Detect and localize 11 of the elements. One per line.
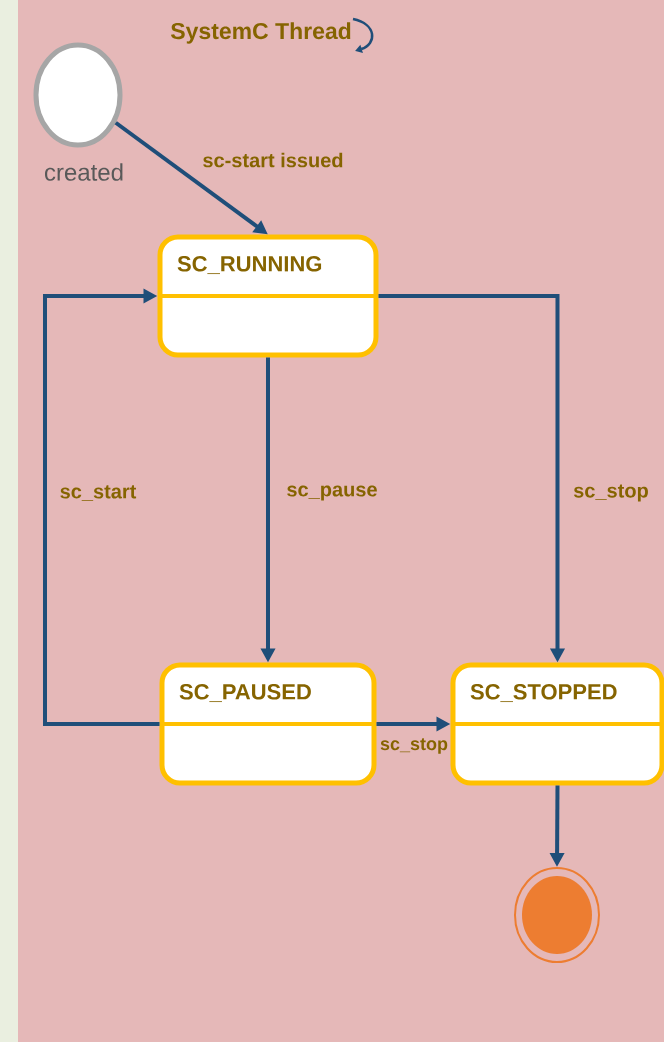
edge-label: sc_stop — [379, 737, 449, 755]
title: SystemC Thread — [170, 22, 351, 44]
state-box: SC_STOPPED — [450, 662, 664, 786]
state-box: SC_PAUSED — [159, 662, 377, 786]
edge-label: sc_stop — [572, 483, 650, 503]
edge-label: sc_start — [58, 484, 138, 502]
initial-state-circle — [33, 42, 123, 148]
arrow — [43, 288, 160, 726]
state-box: SC_RUNNING — [157, 234, 379, 358]
state-caption: created — [45, 163, 123, 181]
final-state-circle — [514, 867, 600, 963]
